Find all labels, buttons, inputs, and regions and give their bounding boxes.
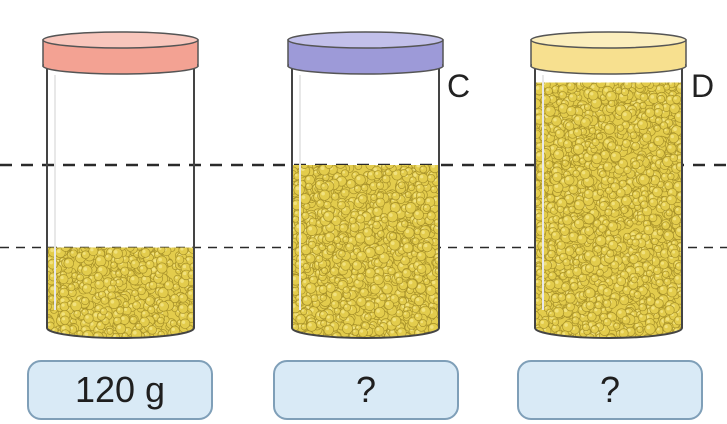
jar-2	[287, 31, 444, 339]
jar-1-grains	[47, 247, 194, 338]
jar-3-lid	[530, 31, 687, 75]
jar-2-lid	[287, 31, 444, 75]
jar-3-grains	[535, 82, 682, 338]
jar-1-weight-label: 120 g	[27, 360, 213, 420]
jar-2-grains	[292, 165, 439, 338]
jar-1	[42, 31, 199, 339]
jar-3-letter: D	[691, 68, 715, 104]
jar-3-weight-label: ?	[517, 360, 703, 420]
jar-1-glass	[46, 55, 195, 339]
jar-1-lid	[42, 31, 199, 75]
jar-2-weight-label: ?	[273, 360, 459, 420]
jar-2-glass	[291, 55, 440, 339]
jar-3	[530, 31, 687, 339]
jar-2-letter: C	[447, 68, 471, 104]
jar-3-glass	[534, 55, 683, 339]
jars-group	[42, 31, 687, 339]
